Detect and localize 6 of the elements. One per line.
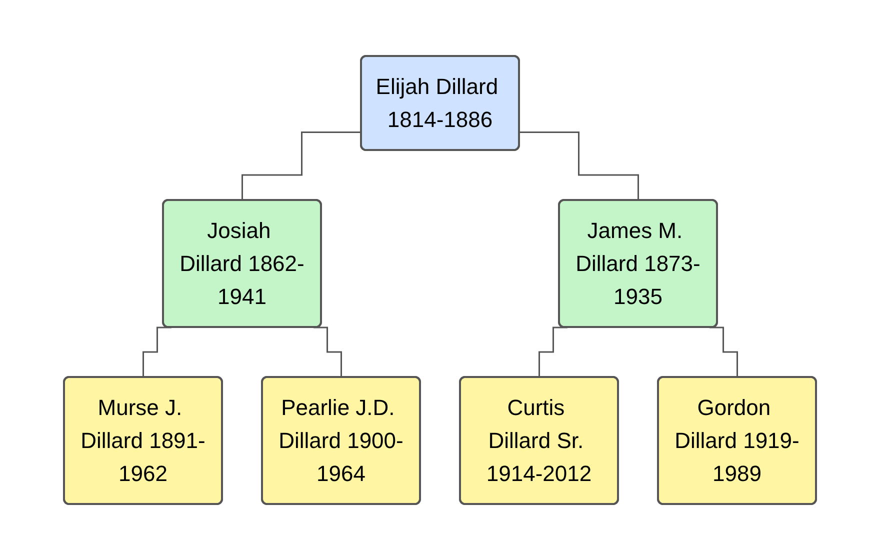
connector xyxy=(242,131,362,202)
connector xyxy=(520,131,640,202)
connector xyxy=(142,326,172,378)
connector xyxy=(314,326,342,378)
connector xyxy=(710,326,738,378)
connector xyxy=(538,326,568,378)
